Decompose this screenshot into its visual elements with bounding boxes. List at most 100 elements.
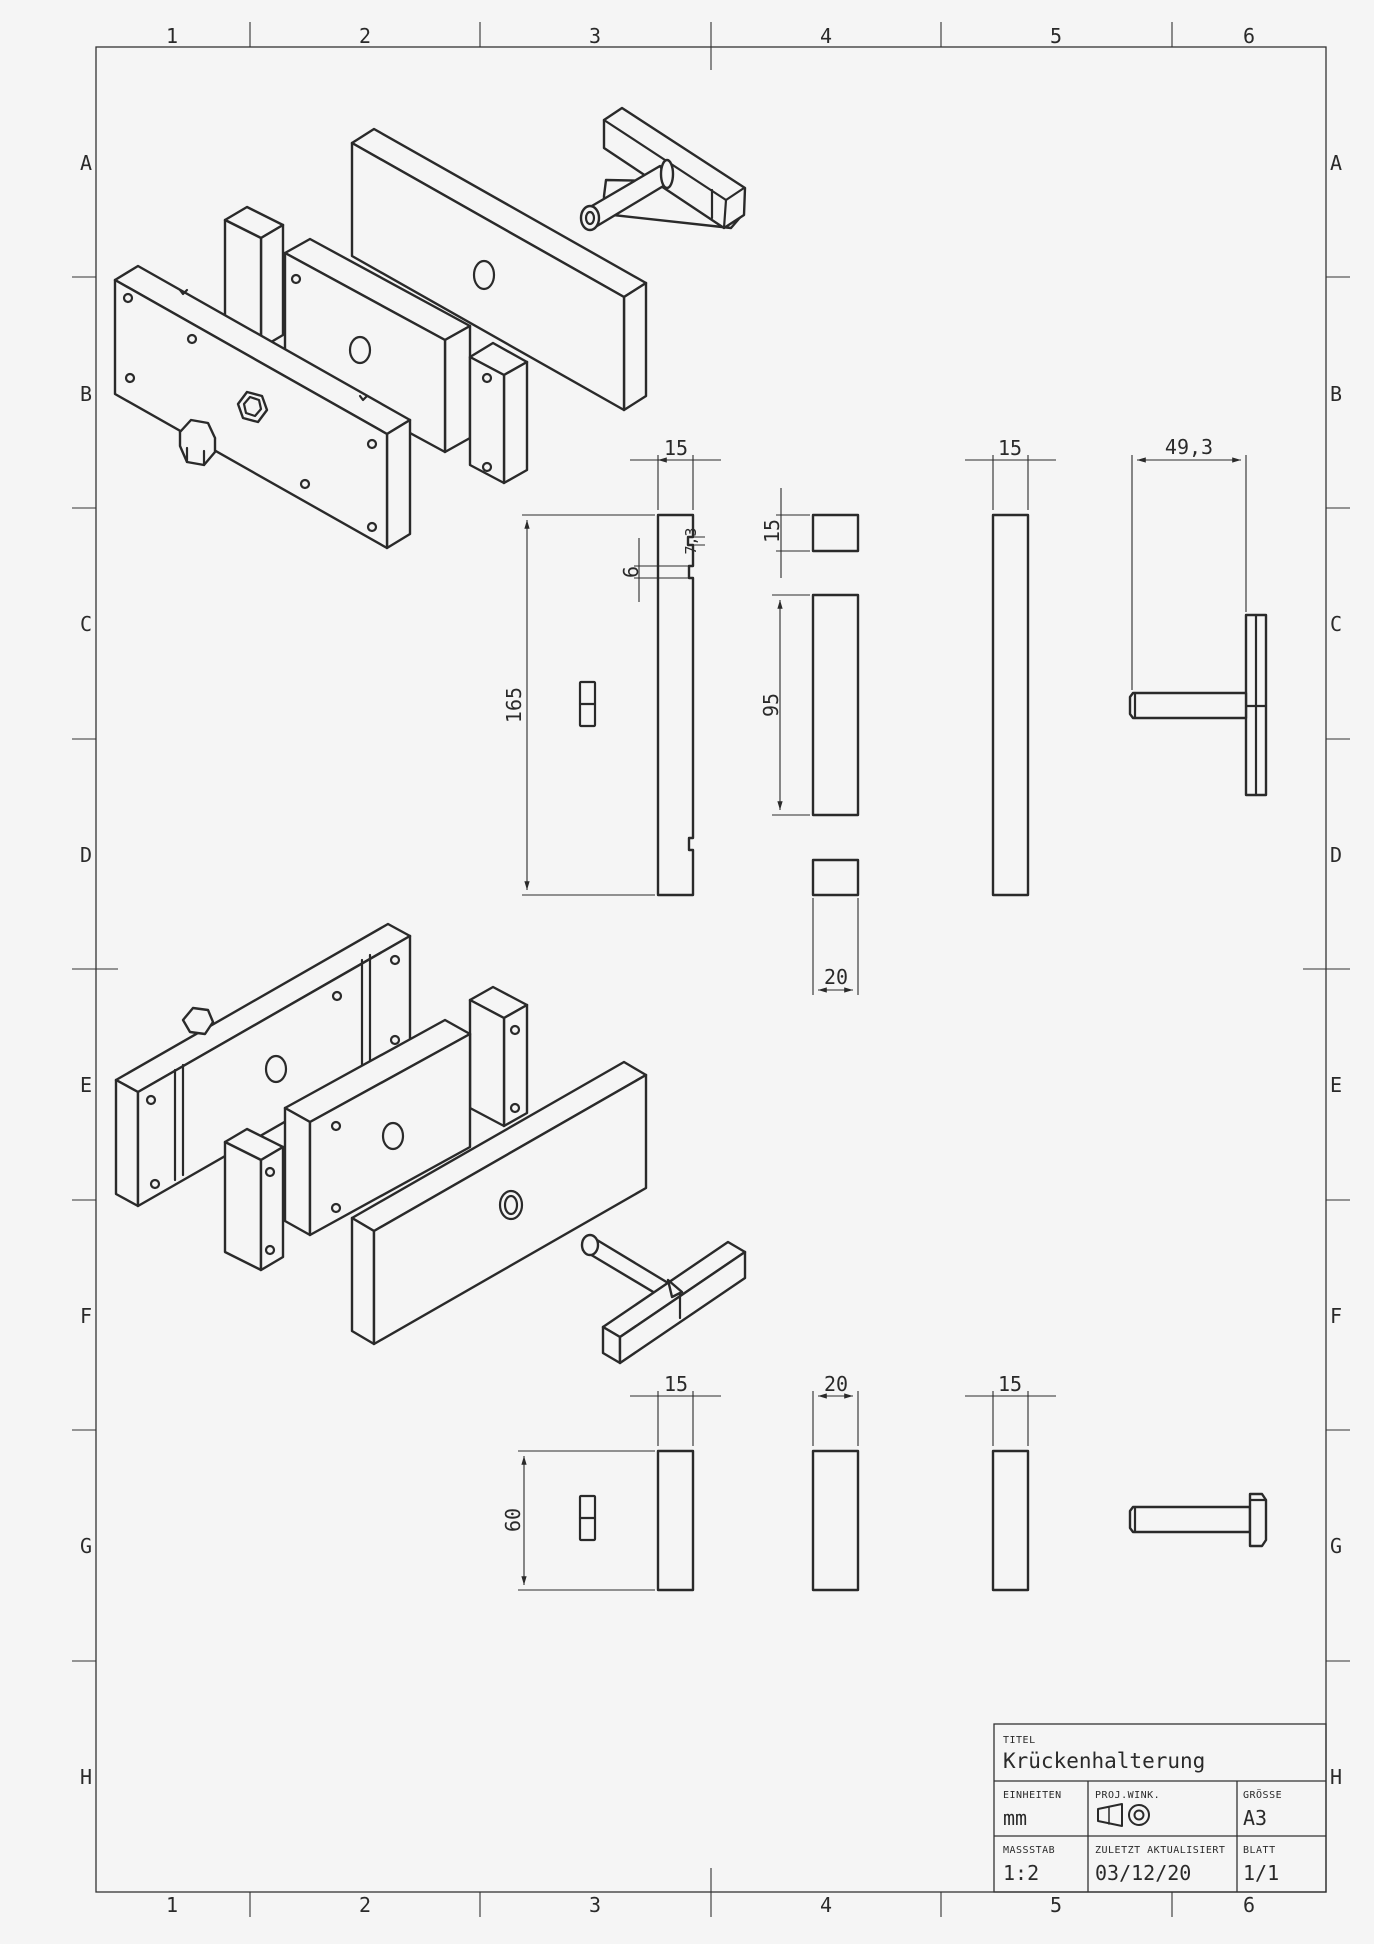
zone-row-d-left: D: [80, 843, 92, 867]
sheet-label: BLATT: [1243, 1845, 1276, 1856]
zone-col-4-top: 4: [820, 24, 832, 48]
zone-row-c-right: C: [1330, 612, 1342, 636]
zone-col-5-top: 5: [1050, 24, 1062, 48]
side-bar-notched: [656, 513, 695, 897]
zone-labels-left: A B C D E F G H: [80, 151, 92, 1789]
isometric-view-bottom: [114, 922, 747, 1365]
zone-row-f-left: F: [80, 1304, 92, 1328]
back-plate-rotated: [114, 922, 412, 1208]
short-bar-c: [991, 1449, 1030, 1592]
dim-width-15-c: 15: [630, 1372, 721, 1446]
dim-notch-6: 6: [619, 538, 688, 602]
plain-bar: [991, 513, 1030, 897]
dim-label-15-d: 15: [998, 1372, 1022, 1396]
dim-width-20-top: 20: [812, 898, 859, 995]
units-label: EINHEITEN: [1003, 1790, 1062, 1801]
row-ticks: [72, 276, 1350, 1662]
dim-label-49-3: 49,3: [1165, 435, 1213, 459]
dim-label-15-c: 15: [664, 1372, 688, 1396]
dim-height-165: 165: [502, 514, 655, 896]
zone-row-g-left: G: [80, 1534, 92, 1558]
zone-row-e-left: E: [80, 1073, 92, 1097]
title-label: TITEL: [1003, 1735, 1036, 1746]
ortho-views-bottom: 60 15 20 15: [501, 1372, 1268, 1592]
t-handle-side: [1128, 613, 1268, 797]
zone-row-a-left: A: [80, 151, 92, 175]
dim-label-60: 60: [501, 1508, 525, 1532]
zone-col-3-bottom: 3: [589, 1893, 601, 1917]
hole-detail-bottom: [578, 1494, 597, 1542]
size-label: GRÖSSE: [1243, 1788, 1282, 1801]
zone-row-h-right: H: [1330, 1765, 1342, 1789]
back-plate: [350, 127, 648, 412]
zone-row-c-left: C: [80, 612, 92, 636]
zone-row-b-left: B: [80, 382, 92, 406]
zone-col-3-top: 3: [589, 24, 601, 48]
zone-row-e-right: E: [1330, 1073, 1342, 1097]
short-bar-a: [656, 1449, 695, 1592]
zone-row-a-right: A: [1330, 151, 1342, 175]
post-left: [223, 205, 285, 350]
hole-detail-top: [578, 680, 597, 728]
dim-label-165: 165: [502, 687, 526, 723]
dim-width-15-b: 15: [965, 436, 1056, 510]
zone-row-h-left: H: [80, 1765, 92, 1789]
zone-labels-top: 1 2 3 4 5 6: [166, 24, 1255, 48]
projection-label: PROJ.WINK.: [1095, 1790, 1160, 1801]
zone-col-6-top: 6: [1243, 24, 1255, 48]
zone-col-6-bottom: 6: [1243, 1893, 1255, 1917]
zone-row-f-right: F: [1330, 1304, 1342, 1328]
zone-row-d-right: D: [1330, 843, 1342, 867]
t-handle-top-view: [1128, 1492, 1268, 1548]
dim-label-6: 6: [619, 566, 643, 578]
scale-value: 1:2: [1003, 1861, 1039, 1885]
post-back: [468, 985, 529, 1128]
front-plate: [113, 264, 412, 550]
dim-notch-7-3: 7,3: [682, 527, 705, 555]
dim-length-49-3: 49,3: [1131, 435, 1247, 690]
title-block: TITEL Krückenhalterung EINHEITEN mm PROJ…: [993, 1723, 1327, 1893]
dim-height-95: 95: [759, 594, 810, 816]
updated-value: 03/12/20: [1095, 1861, 1191, 1885]
zone-col-4-bottom: 4: [820, 1893, 832, 1917]
zone-row-g-right: G: [1330, 1534, 1342, 1558]
zone-row-b-right: B: [1330, 382, 1342, 406]
dim-label-15-mid: 15: [760, 519, 784, 543]
zone-col-1-top: 1: [166, 24, 178, 48]
drawing-title: Krückenhalterung: [1003, 1749, 1205, 1773]
t-handle-bottom: [580, 1233, 747, 1365]
isometric-view-top: [113, 106, 747, 550]
size-value: A3: [1243, 1806, 1267, 1830]
zone-col-2-top: 2: [359, 24, 371, 48]
middle-block: [283, 237, 472, 454]
dim-label-95: 95: [759, 693, 783, 717]
dim-label-15-a: 15: [664, 436, 688, 460]
dim-width-20-bottom: 20: [812, 1372, 859, 1446]
zone-col-2-bottom: 2: [359, 1893, 371, 1917]
updated-label: ZULETZT AKTUALISIERT: [1095, 1845, 1225, 1856]
t-handle-top: [579, 106, 747, 232]
zone-col-1-bottom: 1: [166, 1893, 178, 1917]
ortho-views-top: 165 15 6 7,3: [502, 435, 1268, 995]
zone-labels-bottom: 1 2 3 4 5 6: [166, 1893, 1255, 1917]
post-right: [468, 341, 529, 485]
zone-labels-right: A B C D E F G H: [1330, 151, 1342, 1789]
projection-symbol-icon: [1097, 1803, 1150, 1827]
dim-width-15-a: 15: [630, 436, 721, 510]
column-ticks: [249, 22, 1173, 1917]
dim-height-15-mid: 15: [760, 488, 810, 578]
dim-label-15-b: 15: [998, 436, 1022, 460]
dim-label-7-3: 7,3: [682, 527, 700, 554]
middle-bar-split: [811, 513, 860, 897]
dim-label-20-top: 20: [824, 965, 848, 989]
post-front: [223, 1127, 285, 1272]
middle-block-rotated: [283, 1018, 472, 1237]
dim-width-15-d: 15: [965, 1372, 1056, 1446]
zone-col-5-bottom: 5: [1050, 1893, 1062, 1917]
units-value: mm: [1003, 1806, 1027, 1830]
sheet-value: 1/1: [1243, 1861, 1279, 1885]
drawing-frame: 1 2 3 4 5 6 1 2 3 4 5 6 A B C D E F G H …: [72, 22, 1350, 1917]
dim-height-60: 60: [501, 1450, 655, 1591]
dim-label-20-bottom: 20: [824, 1372, 848, 1396]
